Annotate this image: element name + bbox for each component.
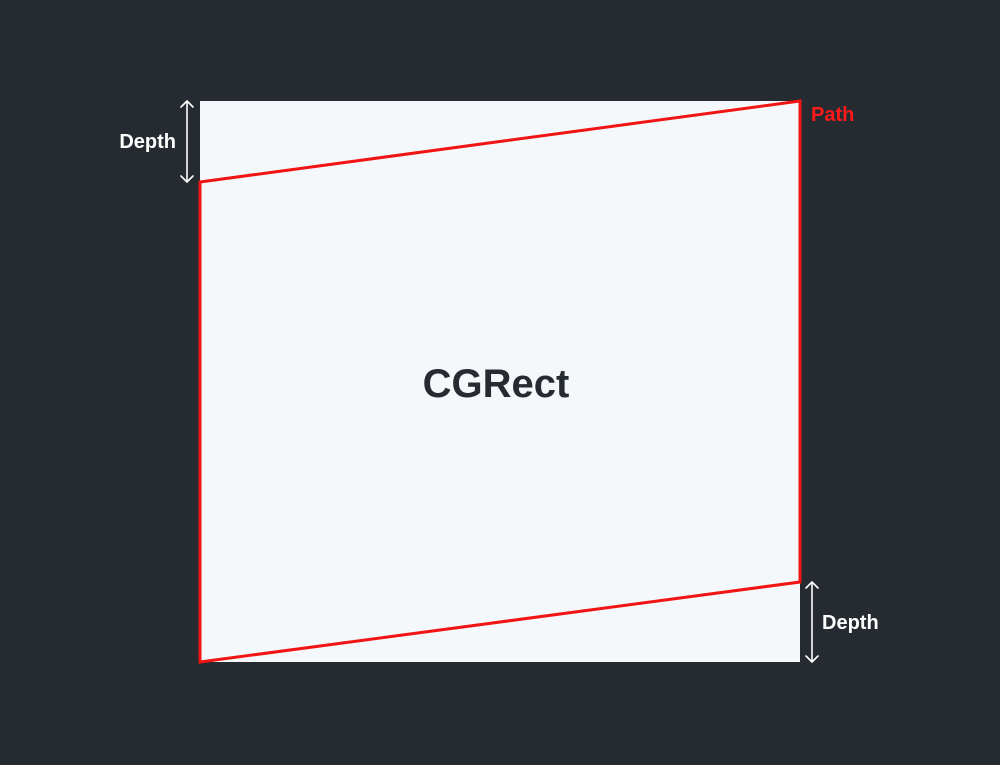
cgrect-label: CGRect xyxy=(423,362,570,406)
depth-arrow-bottom xyxy=(805,581,819,663)
path-label: Path xyxy=(811,104,854,126)
path-outline xyxy=(198,99,802,664)
depth-arrow-top xyxy=(180,100,194,183)
cgrect-shape xyxy=(200,101,800,662)
depth-label-top: Depth xyxy=(119,131,176,153)
depth-label-bottom: Depth xyxy=(822,612,879,634)
